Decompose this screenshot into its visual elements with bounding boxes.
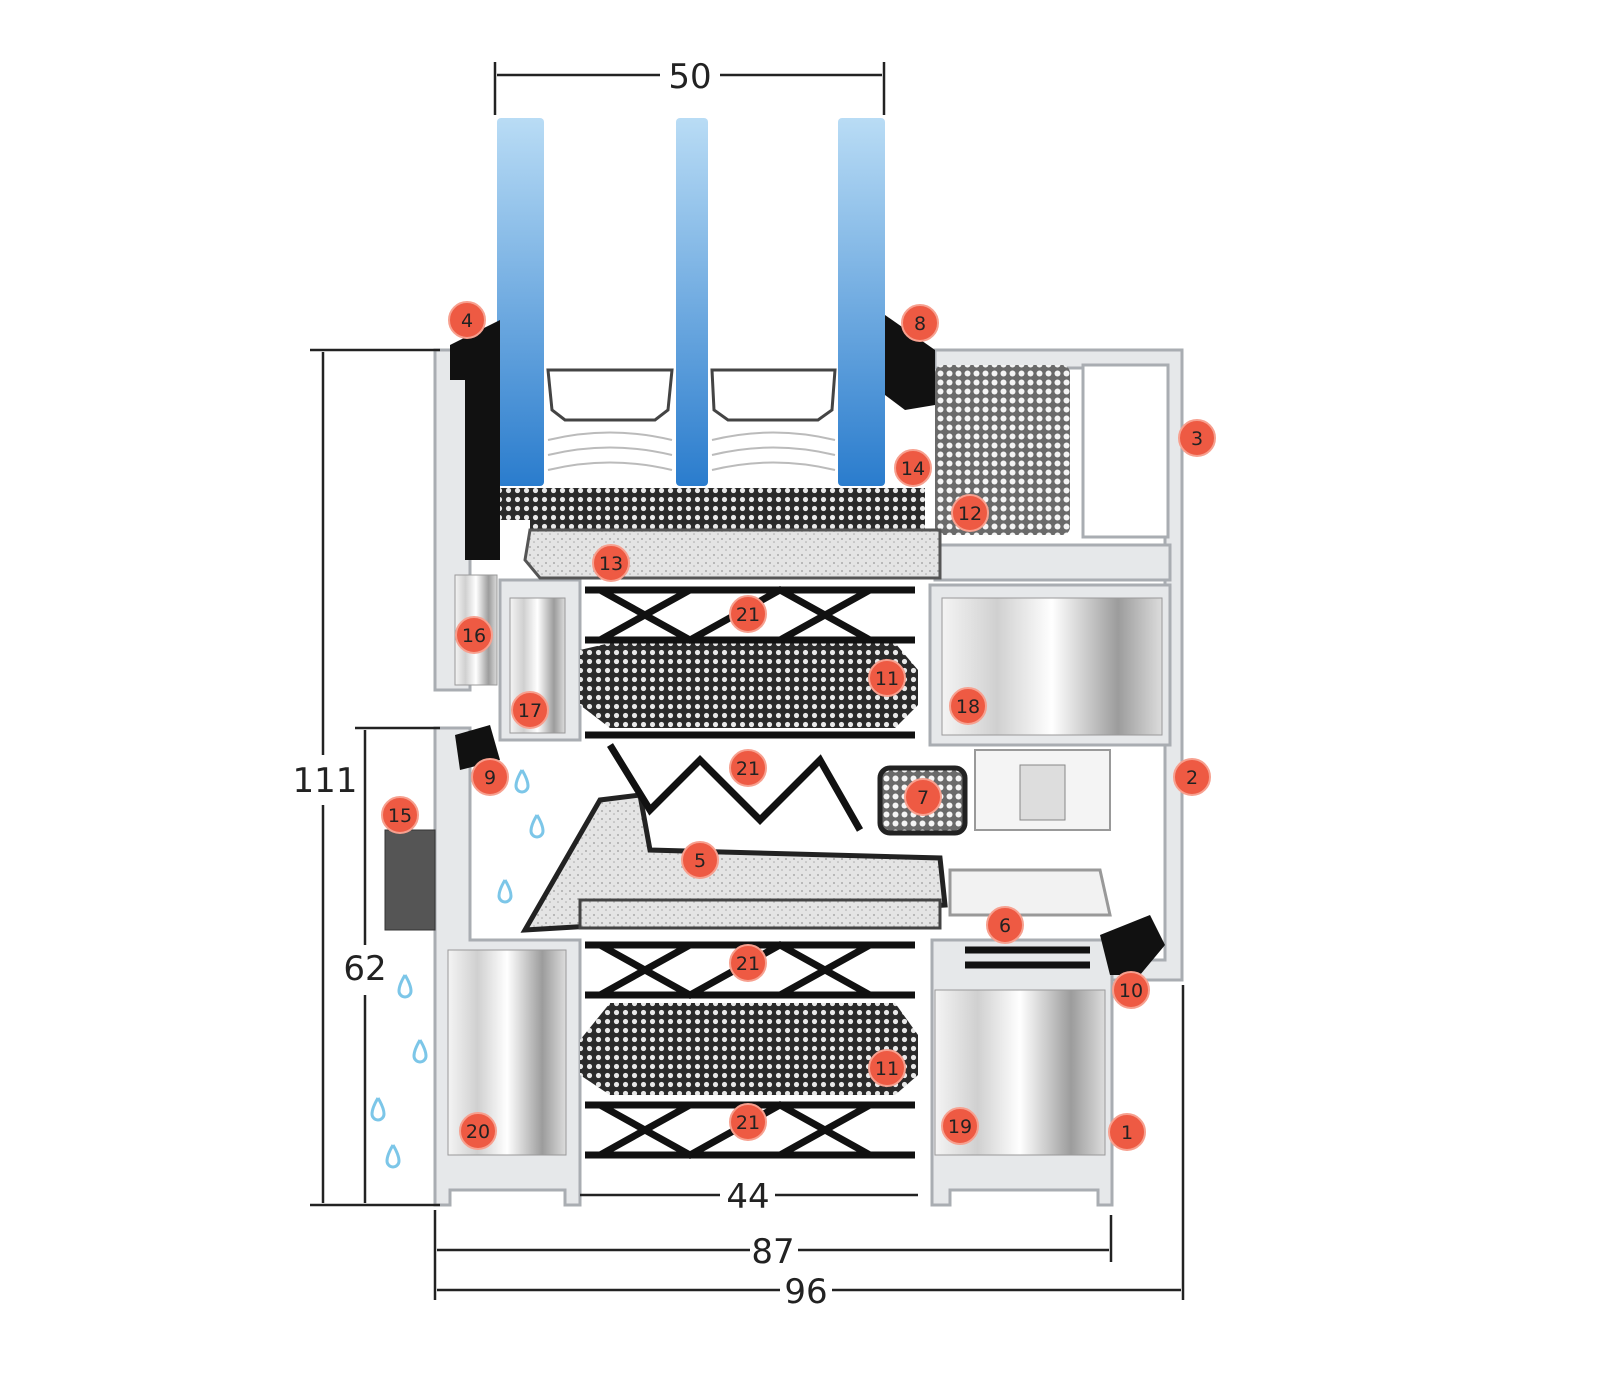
- marker-label: 21: [736, 953, 760, 975]
- marker-label: 18: [956, 696, 980, 718]
- glazing-bead-and-sash-parts: [520, 528, 1112, 933]
- component-marker-9: 9: [471, 758, 509, 796]
- component-marker-14: 14: [894, 449, 932, 487]
- component-marker-21: 21: [729, 944, 767, 982]
- component-marker-1: 1: [1108, 1113, 1146, 1151]
- dimension-frame-height: 111: [293, 761, 358, 801]
- component-marker-21: 21: [729, 749, 767, 787]
- marker-circle: [729, 1103, 767, 1141]
- marker-label: 1: [1121, 1122, 1133, 1144]
- marker-label: 15: [388, 805, 412, 827]
- marker-label: 10: [1119, 980, 1143, 1002]
- marker-label: 14: [901, 458, 925, 480]
- marker-label: 21: [736, 604, 760, 626]
- marker-circle: [868, 1049, 906, 1087]
- component-marker-6: 6: [986, 906, 1024, 944]
- marker-circle: [1108, 1113, 1146, 1151]
- component-marker-15: 15: [381, 796, 419, 834]
- component-marker-21: 21: [729, 1103, 767, 1141]
- component-marker-11: 11: [868, 659, 906, 697]
- marker-label: 6: [999, 915, 1011, 937]
- component-markers: 4 8 3 14 12 13 21 16 11 17 18 21 9 2 7 15 5 6 21 10 11 21 20 19…: [381, 301, 1216, 1151]
- marker-circle: [381, 796, 419, 834]
- dimension-sash-height: 62: [343, 949, 386, 989]
- marker-circle: [592, 544, 630, 582]
- marker-label: 5: [694, 850, 706, 872]
- marker-label: 17: [518, 700, 542, 722]
- marker-circle: [949, 687, 987, 725]
- component-marker-8: 8: [901, 304, 939, 342]
- drainage-cap: [384, 829, 436, 931]
- marker-label: 16: [462, 625, 486, 647]
- dimension-sash-depth: 87: [751, 1232, 794, 1272]
- marker-circle: [986, 906, 1024, 944]
- component-marker-13: 13: [592, 544, 630, 582]
- marker-circle: [729, 595, 767, 633]
- marker-circle: [951, 494, 989, 532]
- marker-circle: [471, 758, 509, 796]
- marker-label: 7: [917, 787, 929, 809]
- marker-label: 3: [1191, 428, 1203, 450]
- component-marker-3: 3: [1178, 419, 1216, 457]
- marker-label: 11: [875, 668, 899, 690]
- component-marker-18: 18: [949, 687, 987, 725]
- steel-reinforcements: [447, 574, 1163, 1156]
- marker-circle: [894, 449, 932, 487]
- component-marker-10: 10: [1112, 971, 1150, 1009]
- component-marker-11: 11: [868, 1049, 906, 1087]
- component-marker-17: 17: [511, 691, 549, 729]
- marker-circle: [941, 1107, 979, 1145]
- marker-label: 20: [466, 1121, 490, 1143]
- marker-circle: [1173, 758, 1211, 796]
- dimension-lines: [310, 62, 1185, 1300]
- water-drop-icons: [370, 769, 545, 1169]
- marker-label: 9: [484, 767, 496, 789]
- marker-circle: [448, 301, 486, 339]
- component-marker-16: 16: [455, 616, 493, 654]
- marker-label: 13: [599, 553, 623, 575]
- marker-circle: [459, 1112, 497, 1150]
- component-marker-19: 19: [941, 1107, 979, 1145]
- marker-label: 19: [948, 1116, 972, 1138]
- dimension-frame-depth: 96: [784, 1272, 827, 1312]
- component-marker-7: 7: [904, 778, 942, 816]
- marker-label: 4: [461, 310, 473, 332]
- component-marker-20: 20: [459, 1112, 497, 1150]
- marker-label: 21: [736, 1112, 760, 1134]
- dimension-insulation-width: 44: [726, 1177, 769, 1217]
- marker-circle: [455, 616, 493, 654]
- component-marker-12: 12: [951, 494, 989, 532]
- glass-spacers: [546, 368, 837, 471]
- marker-label: 11: [875, 1058, 899, 1080]
- component-marker-4: 4: [448, 301, 486, 339]
- component-marker-21: 21: [729, 595, 767, 633]
- marker-label: 8: [914, 313, 926, 335]
- marker-circle: [729, 749, 767, 787]
- marker-circle: [901, 304, 939, 342]
- insulation-foam: [500, 365, 1070, 1095]
- marker-circle: [729, 944, 767, 982]
- gaskets: [450, 315, 1165, 975]
- marker-label: 21: [736, 758, 760, 780]
- marker-label: 12: [958, 503, 982, 525]
- marker-circle: [868, 659, 906, 697]
- component-marker-2: 2: [1173, 758, 1211, 796]
- dimension-glazing-width: 50: [668, 57, 711, 97]
- marker-circle: [681, 841, 719, 879]
- marker-circle: [1112, 971, 1150, 1009]
- marker-circle: [904, 778, 942, 816]
- marker-circle: [511, 691, 549, 729]
- marker-label: 2: [1186, 767, 1198, 789]
- triple-glazing: [497, 118, 885, 486]
- marker-circle: [1178, 419, 1216, 457]
- component-marker-5: 5: [681, 841, 719, 879]
